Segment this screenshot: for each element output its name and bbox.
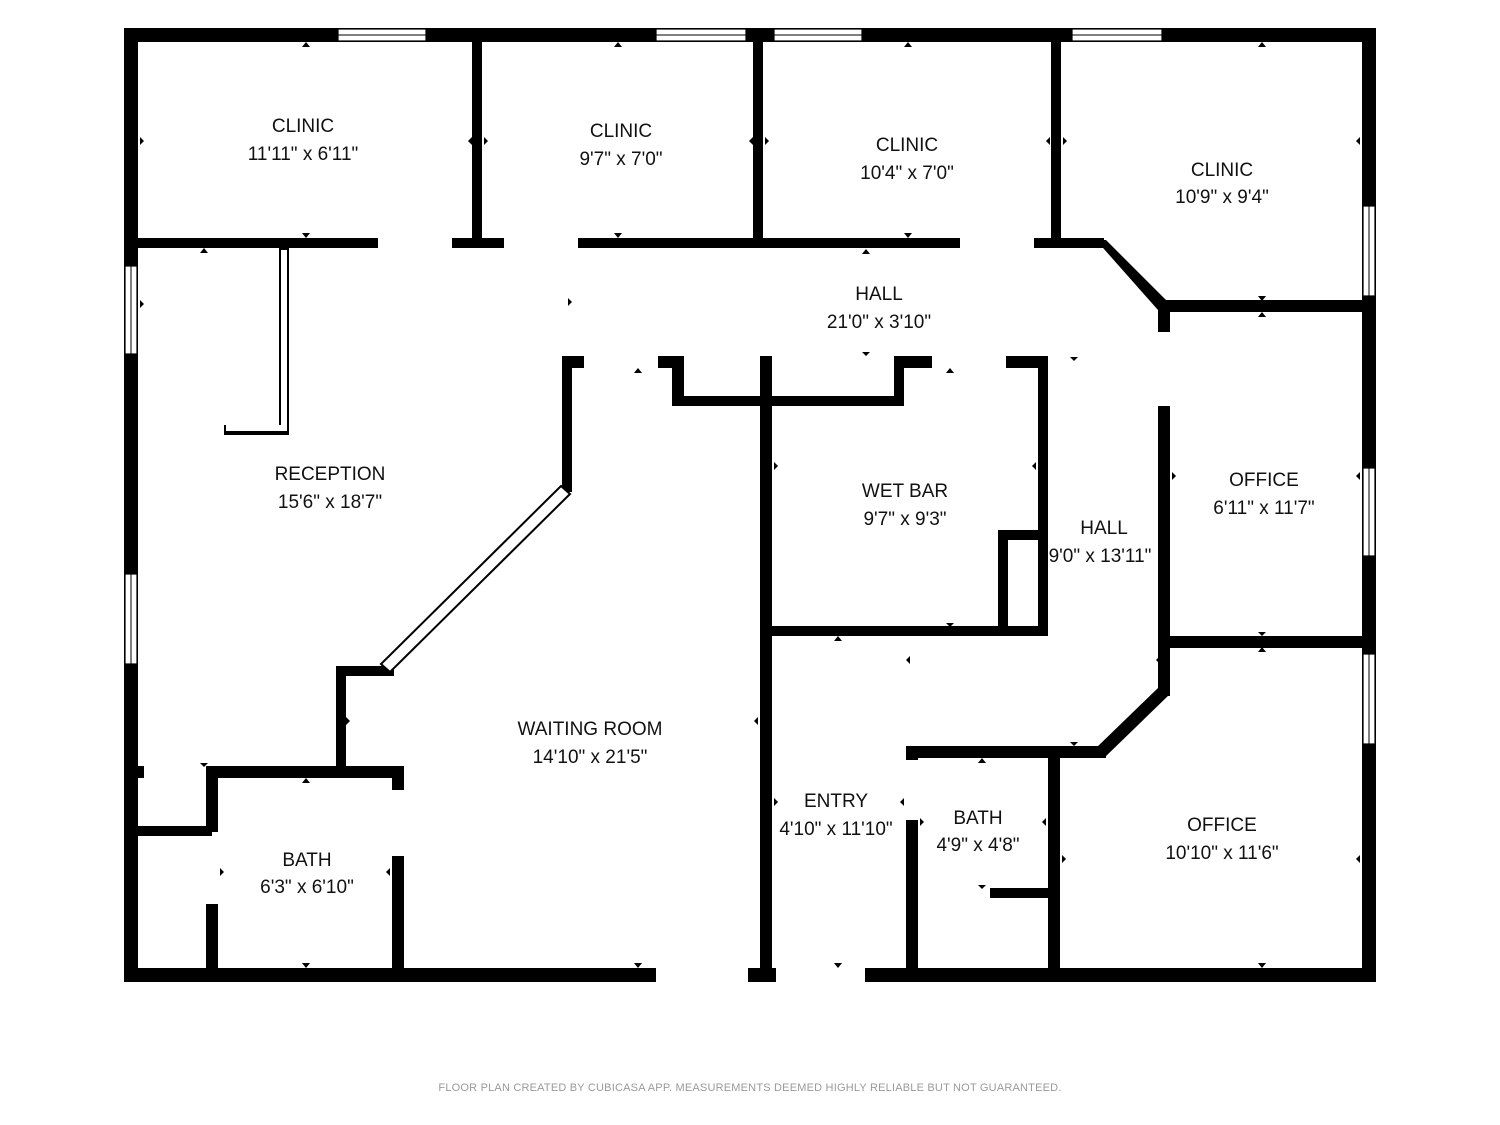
window (1362, 205, 1376, 297)
room-label-hall-1: HALL 21'0" x 3'10" (827, 284, 931, 333)
room-name: WAITING ROOM (518, 719, 663, 740)
room-label-office-1: OFFICE 6'11" x 11'7" (1213, 470, 1314, 519)
room-name: WET BAR (862, 481, 948, 502)
window (773, 28, 863, 42)
window (337, 28, 427, 42)
window (1362, 467, 1376, 557)
room-label-wet-bar: WET BAR 9'7" x 9'3" (862, 481, 948, 530)
room-dimensions: 14'10" x 21'5" (533, 747, 648, 768)
room-dimensions: 10'10" x 11'6" (1165, 843, 1278, 864)
window (124, 265, 138, 355)
room-dimensions: 6'3" x 6'10" (260, 877, 354, 898)
room-dimensions: 10'9" x 9'4" (1175, 187, 1269, 208)
dimension-markers (140, 42, 1360, 968)
window (1071, 28, 1163, 42)
room-name: HALL (855, 284, 903, 305)
room-label-bath-2: BATH 6'3" x 6'10" (260, 850, 354, 898)
room-dimensions: 21'0" x 3'10" (827, 312, 931, 333)
room-label-clinic-3: CLINIC 10'4" x 7'0" (860, 135, 954, 184)
room-dimensions: 9'0" x 13'11" (1049, 546, 1152, 567)
window (1362, 653, 1376, 745)
room-name: ENTRY (804, 791, 868, 812)
room-label-hall-2: HALL 9'0" x 13'11" (1049, 518, 1152, 567)
room-dimensions: 15'6" x 18'7" (278, 492, 382, 513)
room-dimensions: 4'10" x 11'10" (779, 819, 892, 840)
room-name: CLINIC (590, 121, 652, 142)
room-label-clinic-1: CLINIC 11'11" x 6'11" (248, 116, 359, 165)
room-name: CLINIC (272, 116, 334, 137)
glass-partition (379, 484, 572, 674)
room-label-reception: RECEPTION 15'6" x 18'7" (275, 464, 386, 513)
room-label-clinic-2: CLINIC 9'7" x 7'0" (579, 121, 662, 170)
room-name: CLINIC (876, 135, 938, 156)
room-name: RECEPTION (275, 464, 386, 485)
room-dimensions: 9'7" x 7'0" (579, 149, 662, 170)
room-label-bath-1: BATH 4'9" x 4'8" (936, 808, 1019, 856)
window (124, 573, 138, 665)
interior-walls (136, 40, 1364, 982)
room-dimensions: 4'9" x 4'8" (936, 835, 1019, 856)
room-label-waiting-room: WAITING ROOM 14'10" x 21'5" (518, 719, 663, 768)
reception-counter (224, 248, 289, 435)
room-name: BATH (282, 850, 331, 871)
room-dimensions: 6'11" x 11'7" (1213, 498, 1314, 519)
room-label-office-2: OFFICE 10'10" x 11'6" (1165, 815, 1278, 864)
room-name: HALL (1080, 518, 1128, 539)
room-label-entry: ENTRY 4'10" x 11'10" (779, 791, 892, 840)
room-name: CLINIC (1191, 160, 1253, 181)
window (655, 28, 747, 42)
disclaimer-text: FLOOR PLAN CREATED BY CUBICASA APP. MEAS… (438, 1082, 1061, 1094)
room-name: OFFICE (1229, 470, 1299, 491)
room-dimensions: 11'11" x 6'11" (248, 144, 359, 165)
room-label-clinic-4: CLINIC 10'9" x 9'4" (1175, 160, 1269, 208)
room-name: OFFICE (1187, 815, 1257, 836)
room-name: BATH (953, 808, 1002, 829)
windows (124, 28, 1376, 745)
room-dimensions: 9'7" x 9'3" (863, 509, 946, 530)
room-dimensions: 10'4" x 7'0" (860, 163, 954, 184)
